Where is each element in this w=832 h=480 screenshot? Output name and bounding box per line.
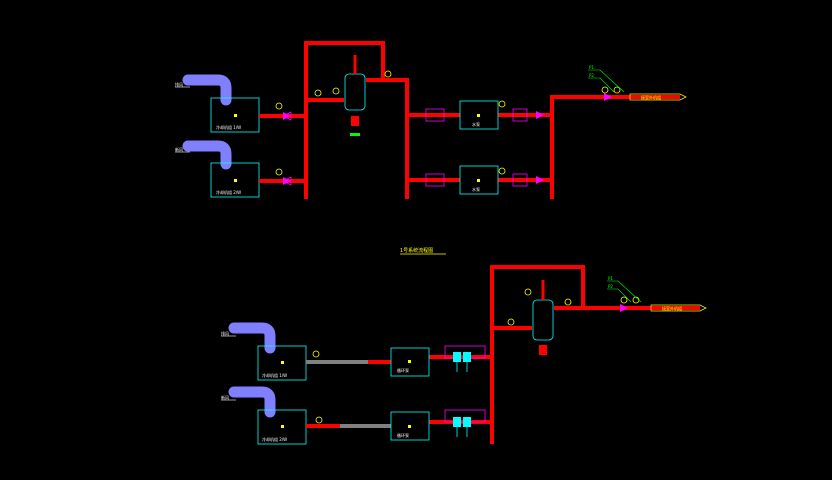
upper-exhaust-duct: [182, 74, 232, 106]
upper-supply-pipes: [259, 41, 680, 199]
lower-outlet-label: 接室外机组: [662, 305, 682, 311]
upper-unit-label-2: 冷却机组 2/W: [216, 189, 241, 195]
lower-duct-label-2: 新风: [221, 394, 229, 400]
upper-gauges: [275, 70, 621, 176]
lower-exhaust-duct: [228, 322, 276, 354]
lower-supply-pipes: [306, 265, 700, 444]
section-title: 1号系统流程图: [400, 247, 433, 254]
upper-pump-label-2: 水泵: [472, 186, 480, 192]
upper-pump-2: [459, 165, 499, 195]
upper-outlet-label: 接室外机组: [641, 94, 661, 100]
upper-system: 排风 新风 冷却机组 1/W 冷却机组 2/W: [175, 41, 687, 199]
lower-system: 排风 新风 冷却机组 1/W 冷却机组 2/W 循环泵 循环泵: [221, 265, 707, 445]
upper-outlet-arrow: [629, 93, 687, 101]
lower-valves: [444, 304, 628, 437]
upper-expansion-tank: [344, 55, 366, 136]
upper-duct-label-1: 排风: [175, 81, 183, 87]
lower-pump-label-2: 循环泵: [397, 432, 409, 438]
upper-pump-1: [459, 100, 499, 130]
lower-unit-label-2: 冷却机组 2/W: [262, 436, 287, 442]
lower-outlet-arrow: [650, 304, 707, 312]
lower-pump-label-1: 循环泵: [397, 367, 409, 373]
lower-unit-label-1: 冷却机组 1/W: [262, 372, 287, 378]
lower-tag-p2: P2: [608, 284, 613, 289]
upper-unit-label-1: 冷却机组 1/W: [216, 124, 241, 130]
lower-tag-p1: P1: [608, 276, 613, 281]
lower-fresh-air-duct: [228, 386, 276, 418]
upper-valves: [282, 93, 612, 187]
lower-pump-1: [390, 347, 430, 377]
upper-duct-label-2: 新风: [175, 146, 183, 152]
upper-tag-p2: P2: [589, 73, 594, 78]
lower-expansion-tank: [532, 280, 554, 355]
upper-tag-p1: P1: [589, 65, 594, 70]
upper-pump-label-1: 水泵: [472, 121, 480, 127]
lower-duct-label-1: 排风: [221, 330, 229, 336]
lower-pump-2: [390, 411, 430, 441]
upper-fresh-air-duct: [182, 140, 232, 170]
